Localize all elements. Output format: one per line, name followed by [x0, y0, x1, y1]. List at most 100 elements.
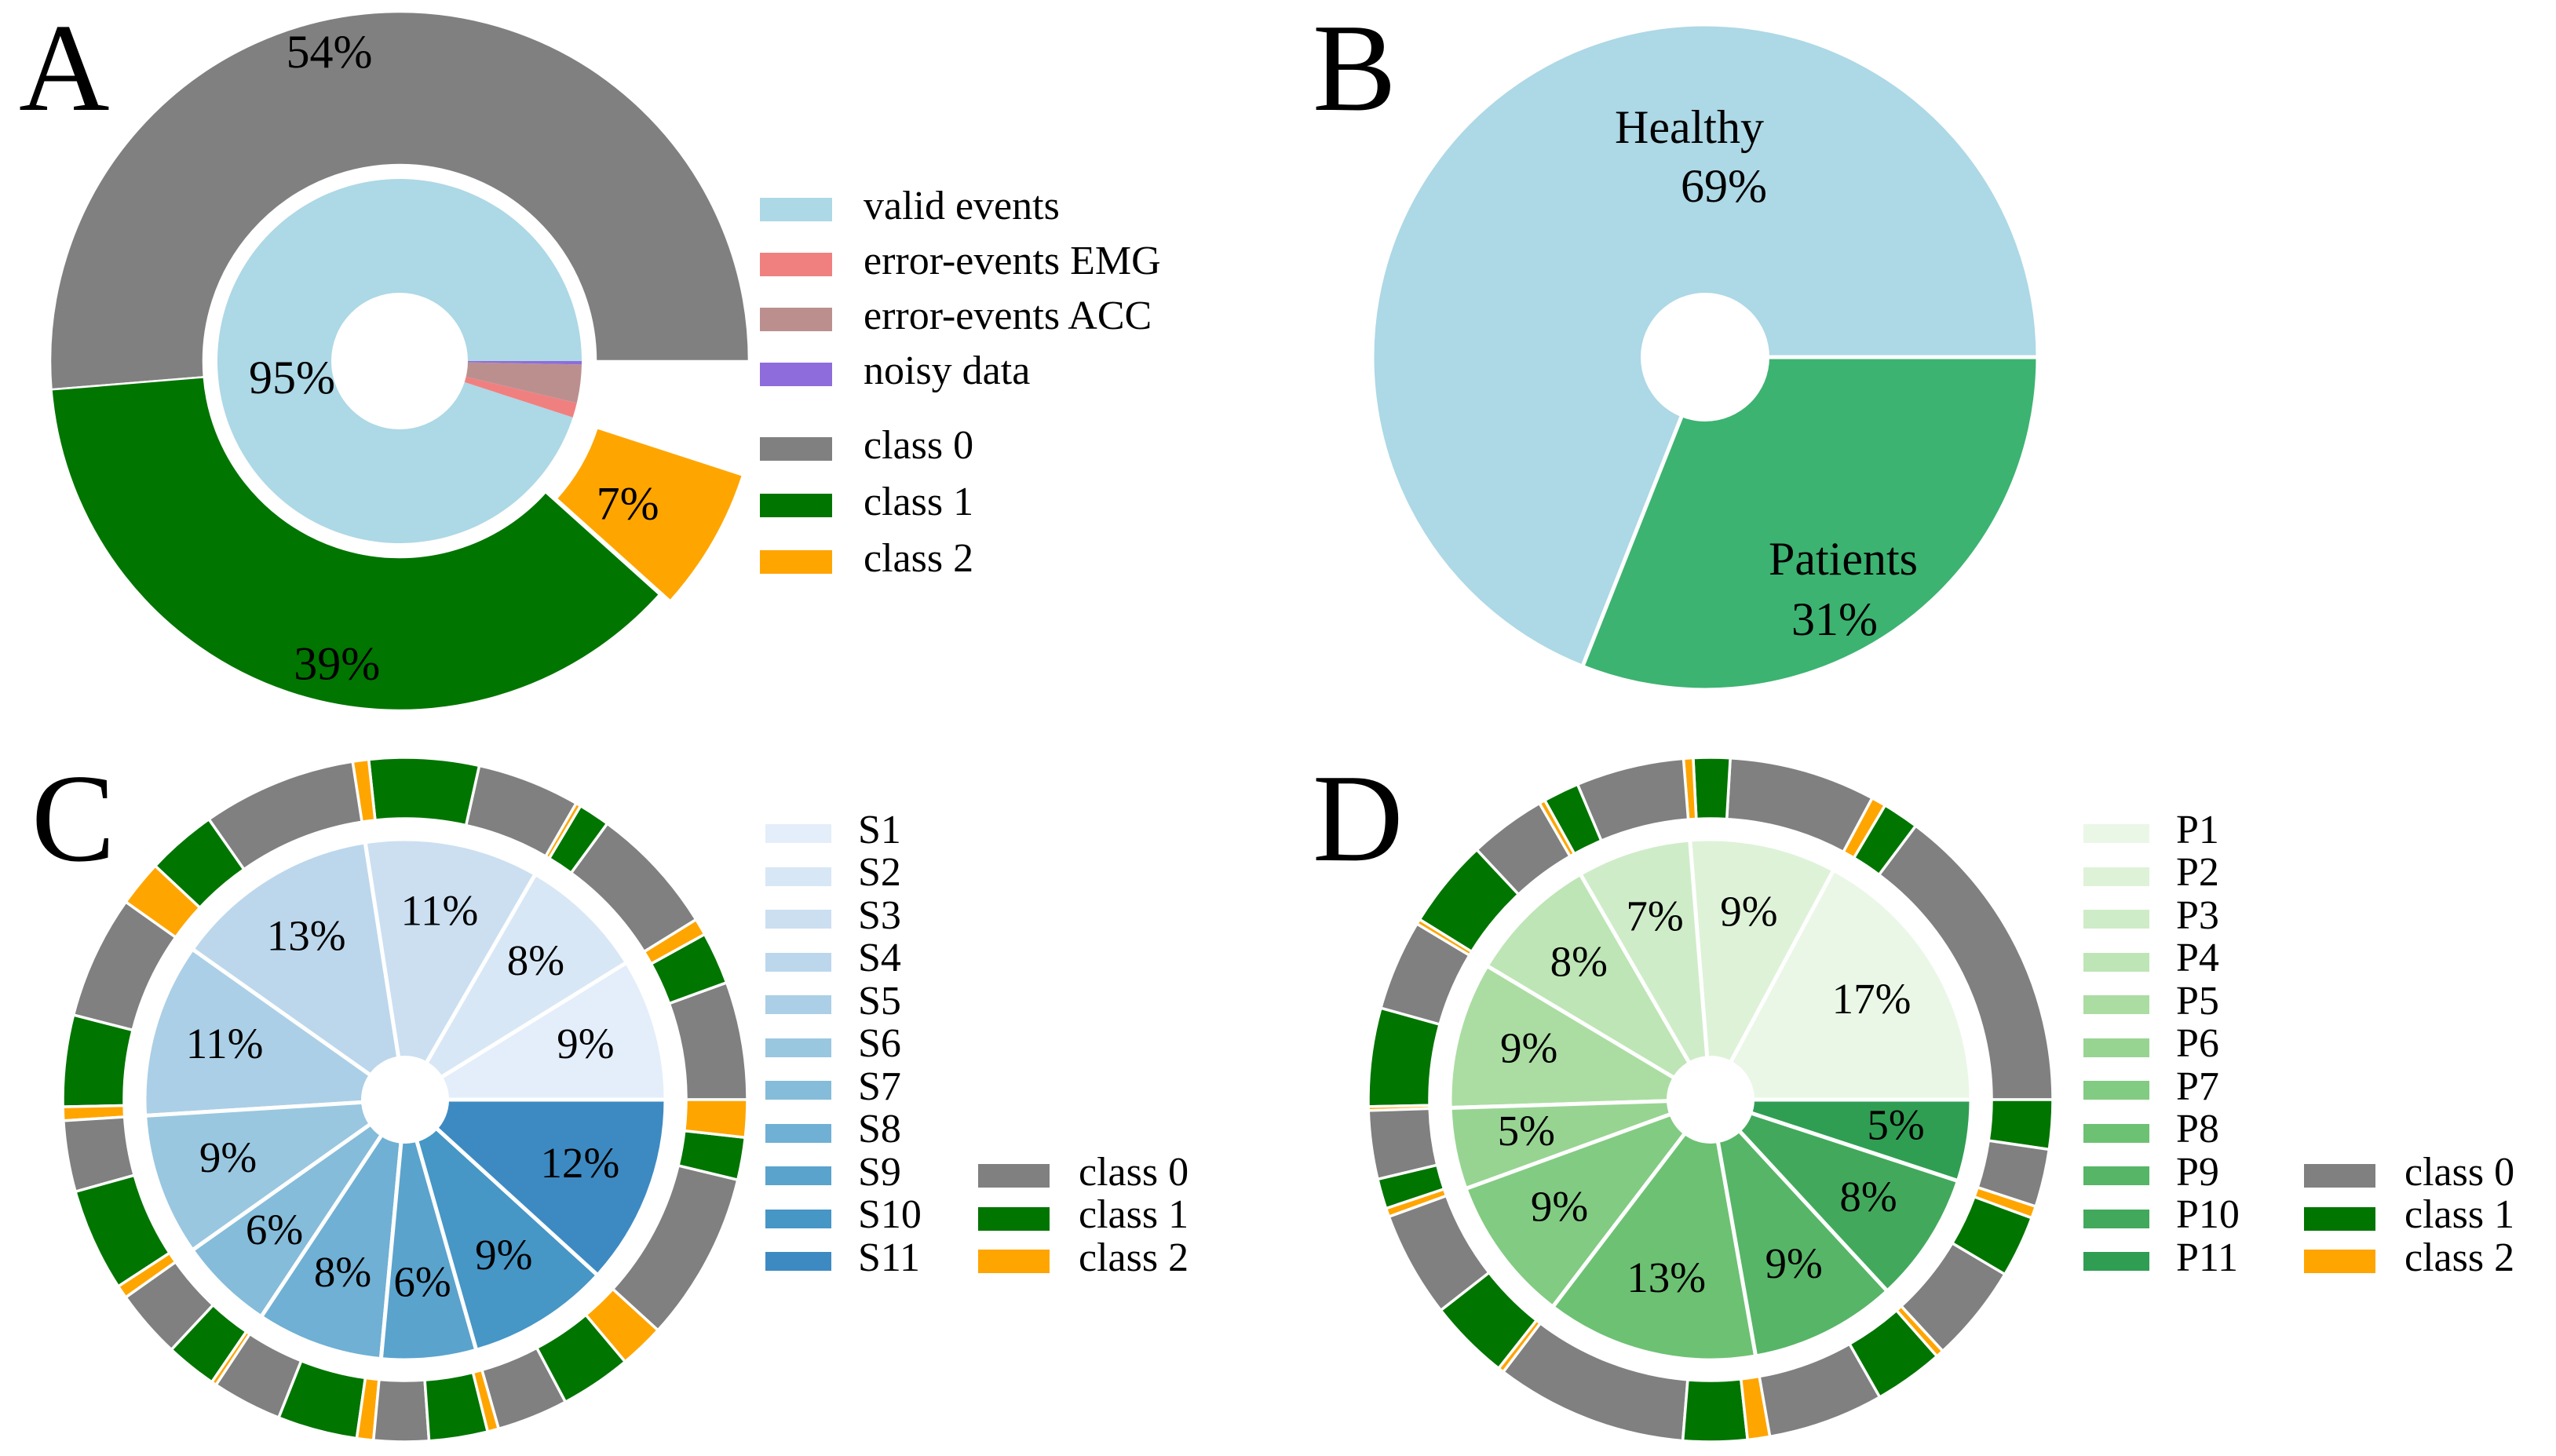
- legend-d-item-P4-label: P4: [2176, 936, 2219, 981]
- legend-c-item-S5-label: S5: [858, 978, 901, 1024]
- legend-a-item-class-1-swatch: [760, 494, 832, 517]
- legend-d-item-P11-label: P11: [2176, 1235, 2238, 1280]
- pie-slice-name-label: Patients: [1769, 533, 1918, 585]
- ring-P2-class-1: [1692, 756, 1733, 821]
- ring-slice-pct-label: 54%: [286, 26, 372, 78]
- legend-c-item-S3-label: S3: [858, 892, 901, 938]
- pie-slice-pct-label: 12%: [540, 1139, 619, 1187]
- legend-c-item-S2-label: S2: [858, 850, 901, 896]
- pie-slice-S6: [142, 1097, 412, 1253]
- legend-a-item-error-events-EMG-label: error-events EMG: [864, 238, 1161, 283]
- pie-slice-name-label: Healthy: [1615, 101, 1764, 153]
- legend-d-item-class-1-label: class 1: [2404, 1192, 2515, 1238]
- pie-slice-pct-label: 69%: [1681, 160, 1767, 212]
- pie-slice-pct-label: 6%: [246, 1206, 303, 1253]
- legend-a-item-error-events-ACC-label: error-events ACC: [864, 293, 1152, 338]
- pie-slice-P8: [1550, 1094, 1758, 1363]
- pie-slice-P2: [1687, 837, 1837, 1107]
- ring-P11-class-1: [1987, 1098, 2054, 1151]
- ring-S5-class-1: [61, 1013, 135, 1108]
- pie-slice-S11: [400, 1097, 668, 1279]
- ring-S3-class-1: [367, 756, 481, 827]
- ring-S11-class-2: [682, 1098, 749, 1140]
- legend-c-item-S7-swatch: [765, 1081, 831, 1100]
- donut-hole: [1667, 1056, 1755, 1144]
- legend-c-item-S7-label: S7: [858, 1064, 901, 1109]
- legend-c-item-class-2-swatch: [978, 1250, 1050, 1273]
- legend-a-item-valid-events-swatch: [760, 198, 832, 221]
- legend-a-item-noisy-data-label: noisy data: [864, 348, 1031, 393]
- pie-slice-pct-label: 17%: [1832, 975, 1912, 1023]
- legend-d-item-P2-swatch: [2083, 867, 2149, 886]
- panel-c-chart: 9%8%11%13%11%9%6%8%6%9%12%: [61, 756, 749, 1443]
- pie-slice-pct-label: 8%: [1550, 937, 1608, 985]
- pie-slice-S10: [401, 1093, 601, 1353]
- pie-slice-pct-label: 8%: [507, 936, 564, 984]
- pie-slice-pct-label: 9%: [199, 1133, 257, 1181]
- ring-slice-class-0: [49, 10, 750, 391]
- legend-a-item-class-1-label: class 1: [864, 479, 974, 524]
- legend-a-item-valid-events-label: valid events: [864, 183, 1060, 228]
- pie-slice-P3: [1577, 837, 1713, 1101]
- pie-slice-pct-label: 8%: [314, 1248, 371, 1296]
- pie-slice-S3: [363, 837, 539, 1106]
- legend-d-item-P10-label: P10: [2176, 1192, 2240, 1238]
- pie-slice-pct-label: 9%: [475, 1231, 532, 1279]
- legend-c-item-S4-label: S4: [858, 936, 901, 981]
- legend-c-item-S6-label: S6: [858, 1021, 901, 1067]
- legend-c-item-S10-swatch: [765, 1209, 831, 1228]
- legend-c-item-S4-swatch: [765, 952, 831, 972]
- ring-P5-class-1: [1367, 1006, 1442, 1108]
- pie-slice-P7: [1462, 1095, 1717, 1310]
- legend-c-item-S10-label: S10: [858, 1192, 922, 1238]
- ring-slice-pct-label: 39%: [294, 638, 380, 690]
- legend-d-item-P5-swatch: [2083, 995, 2149, 1014]
- legend-d-item-class-1-swatch: [2304, 1206, 2375, 1231]
- legend-c-item-S11-label: S11: [858, 1235, 920, 1280]
- legend-c-item-S6-swatch: [765, 1038, 831, 1057]
- legend-c-item-class-1-swatch: [978, 1206, 1050, 1231]
- legend-c-item-S3-swatch: [765, 910, 831, 929]
- panel-d-chart: 17%9%7%8%9%5%9%13%9%8%5%: [1367, 756, 2054, 1443]
- legend-d-item-P10-swatch: [2083, 1209, 2149, 1228]
- pie-slice-pct-label: 7%: [1626, 892, 1683, 940]
- legend-d-item-P8-label: P8: [2176, 1107, 2219, 1152]
- legend-a-item-class-0-swatch: [760, 437, 832, 461]
- legend-d-item-P7-label: P7: [2176, 1064, 2219, 1109]
- legend-a-item-error-events-EMG-swatch: [760, 253, 832, 276]
- pie-slice-S8: [258, 1098, 407, 1362]
- panel-label-d: D: [1313, 748, 1404, 888]
- legend-d-item-P2-label: P2: [2176, 850, 2219, 896]
- ring-slice-class-1: [50, 376, 661, 712]
- legend-a-item-class-0-label: class 0: [864, 422, 974, 468]
- legend-c-item-class-0-label: class 0: [1079, 1149, 1189, 1195]
- legend-d-item-P3-label: P3: [2176, 892, 2219, 938]
- legend-d-item-P8-swatch: [2083, 1123, 2149, 1143]
- ring-slice-pct-label: 7%: [597, 477, 659, 529]
- legend-c-item-class-0-swatch: [978, 1164, 1050, 1188]
- ring-S9-class-0: [371, 1378, 431, 1443]
- panel-a-chart: 54%39%7%95%: [49, 10, 750, 712]
- pie-slice-P4: [1484, 871, 1716, 1106]
- pie-slice-P1: [1707, 867, 1974, 1102]
- legend-c-item-S11-swatch: [765, 1252, 831, 1271]
- legend-d-item-P3-swatch: [2083, 910, 2149, 929]
- legend-c-item-S5-swatch: [765, 995, 831, 1014]
- donut-hole: [331, 293, 468, 429]
- legend-a-item-error-events-ACC-swatch: [760, 308, 832, 331]
- pie-slice-S5: [142, 946, 411, 1118]
- pie-slice-pct-label: 13%: [267, 911, 346, 959]
- pie-slice-P5: [1448, 963, 1718, 1111]
- pie-slice-pct-label: 11%: [186, 1020, 264, 1067]
- pie-slice-P10: [1703, 1095, 1961, 1294]
- legend-c-item-S8-swatch: [765, 1123, 831, 1143]
- pie-slice-pct-label: 8%: [1839, 1173, 1897, 1221]
- legend-c-item-S2-swatch: [765, 867, 831, 886]
- legend-d-item-class-2-label: class 2: [2404, 1235, 2515, 1280]
- ring-slice-class-2: [555, 426, 744, 603]
- legend-c-item-S8-label: S8: [858, 1107, 901, 1152]
- legend-d-item-class-0-label: class 0: [2404, 1149, 2515, 1195]
